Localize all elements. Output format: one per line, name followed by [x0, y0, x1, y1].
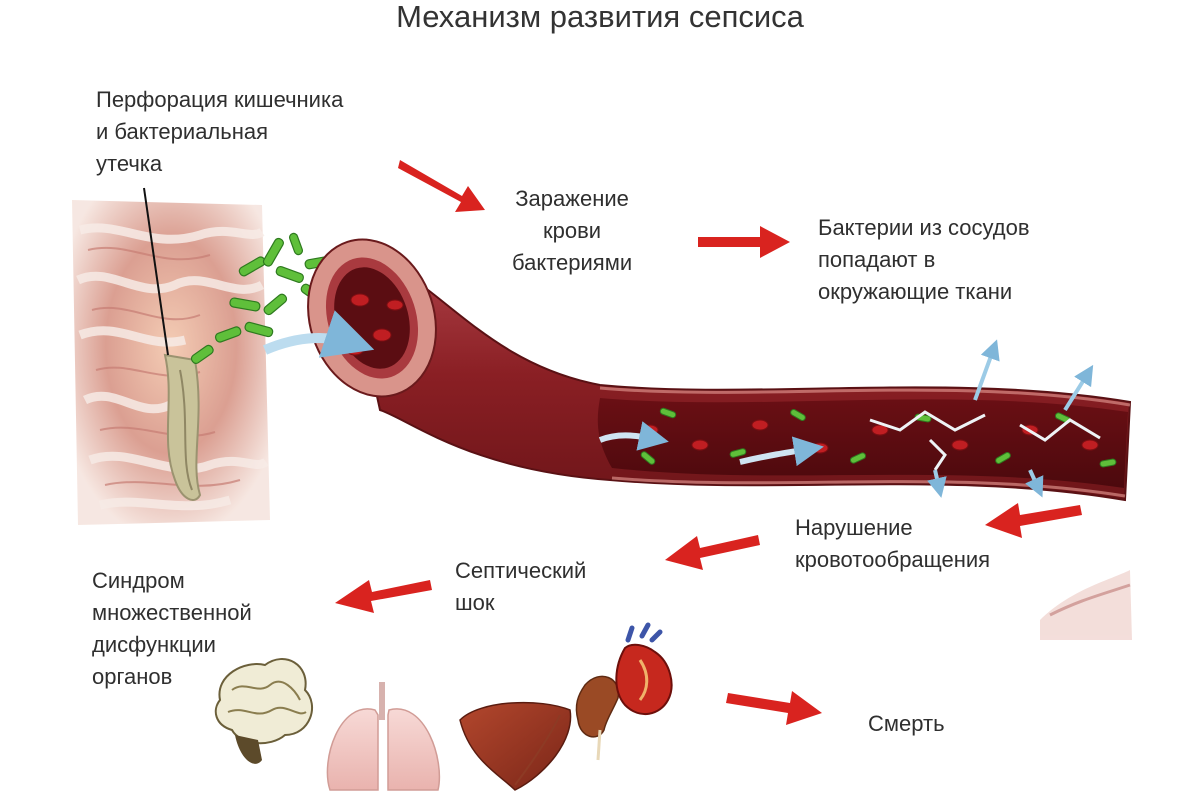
label-septic-shock: Септический шок: [455, 555, 586, 619]
label-blood-infection: Заражение крови бактериями: [512, 183, 632, 279]
label-perforation: Перфорация кишечника и бактериальная уте…: [96, 84, 343, 180]
label-death: Смерть: [868, 711, 945, 736]
label-line: кровотообращения: [795, 547, 991, 572]
label-line: крови: [543, 218, 602, 243]
heart-icon: [615, 622, 673, 715]
label-line: утечка: [96, 151, 163, 176]
label-line: Септический: [455, 558, 587, 583]
label-line: органов: [92, 664, 173, 689]
label-line: Заражение: [515, 186, 629, 211]
blood-vessel-illustration: [263, 238, 1132, 502]
label-line: бактериями: [512, 250, 633, 275]
tissue-fragment: [1040, 570, 1132, 640]
label-line: шок: [455, 590, 495, 615]
liver-icon: [459, 701, 572, 791]
label-line: попадают в: [818, 247, 936, 272]
red-arrow-icon: [335, 160, 1082, 725]
label-line: Нарушение: [795, 515, 913, 540]
kidney-icon: [575, 675, 620, 761]
label-line: дисфункции: [92, 632, 216, 657]
label-line: Синдром: [92, 568, 185, 593]
label-line: множественной: [92, 600, 252, 625]
diagram-title: Механизм развития сепсиса: [396, 0, 804, 34]
label-line: Перфорация кишечника: [96, 87, 344, 112]
intestine-illustration: [72, 187, 270, 525]
label-circulation: Нарушение кровотообращения: [795, 512, 990, 576]
brain-icon: [214, 658, 314, 764]
label-mods: Синдром множественной дисфункции органов: [92, 565, 252, 693]
label-line: и бактериальная: [96, 119, 269, 144]
lungs-icon: [326, 682, 441, 791]
label-line: Бактерии из сосудов: [818, 215, 1030, 240]
label-bacteria-tissue: Бактерии из сосудов попадают в окружающи…: [818, 212, 1030, 308]
label-line: окружающие ткани: [818, 279, 1013, 304]
